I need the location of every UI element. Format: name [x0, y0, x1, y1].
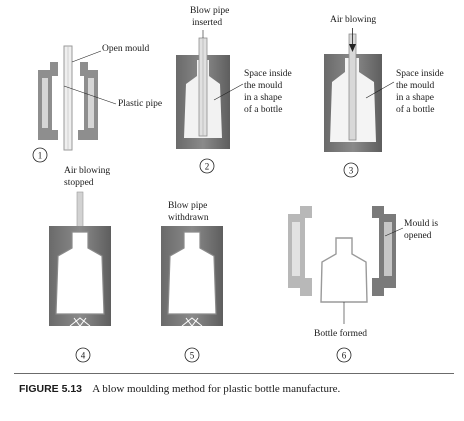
- step-2-side-label-line-4: of a bottle: [244, 104, 283, 115]
- step-4-number: 4: [81, 351, 86, 361]
- step-5-top-label-line-1: Blow pipe: [168, 201, 207, 211]
- air-arrow-icon: [349, 44, 356, 52]
- step-2-side-label-line-1: Space inside: [244, 69, 292, 79]
- step-2-top-label-line-2: inserted: [192, 18, 222, 28]
- step-3-side-label-line-1: Space inside: [396, 69, 444, 79]
- step-1-label-plastic-pipe: Plastic pipe: [118, 99, 162, 109]
- step-3-side-label-line-2: the mould: [396, 81, 435, 91]
- step-3-top-label: Air blowing: [330, 15, 376, 25]
- step-2-top-label-line-1: Blow pipe: [190, 6, 229, 16]
- formed-bottle: [320, 237, 368, 303]
- step-2-diagram: Blow pipe inserted Space inside the moul…: [176, 6, 292, 174]
- step-1-diagram: Open mould Plastic pipe 1: [32, 44, 162, 163]
- step-5-top-label-line-2: withdrawn: [168, 213, 209, 223]
- formed-bottle-in-mould: [55, 231, 105, 315]
- figure-number: FIGURE 5.13: [19, 383, 83, 395]
- step-3-side-label-line-3: in a shape: [396, 93, 434, 103]
- step-3-number: 3: [349, 166, 354, 176]
- step-4-top-label-line-1: Air blowing: [64, 166, 110, 176]
- caption-rule-top: [14, 373, 454, 374]
- step-1-number: 1: [38, 151, 43, 161]
- step-6-number: 6: [342, 351, 347, 361]
- step-2-side-label-line-2: the mould: [244, 81, 283, 91]
- step-2-side-label-line-3: in a shape: [244, 93, 282, 103]
- step-5-number: 5: [190, 351, 195, 361]
- figure-caption-text: A blow moulding method for plastic bottl…: [92, 383, 341, 395]
- formed-bottle-in-mould: [167, 231, 217, 315]
- step-6-side-label-line-2: opened: [404, 231, 432, 241]
- step-3-diagram: Air blowing Space inside the mould in a …: [324, 15, 444, 178]
- step-3-side-label-line-4: of a bottle: [396, 104, 435, 115]
- figure-caption: FIGURE 5.13 A blow moulding method for p…: [19, 383, 459, 395]
- step-4-top-label-line-2: stopped: [64, 178, 94, 188]
- step-6-diagram: Mould is opened Bottle formed 6: [288, 206, 438, 363]
- step-6-bottom-label: Bottle formed: [314, 328, 367, 339]
- step-6-side-label-line-1: Mould is: [404, 219, 438, 229]
- step-4-diagram: Air blowing stopped 4: [49, 166, 111, 363]
- step-1-label-open-mould: Open mould: [102, 44, 149, 54]
- step-2-number: 2: [205, 162, 210, 172]
- step-5-diagram: Blow pipe withdrawn 5: [161, 201, 223, 363]
